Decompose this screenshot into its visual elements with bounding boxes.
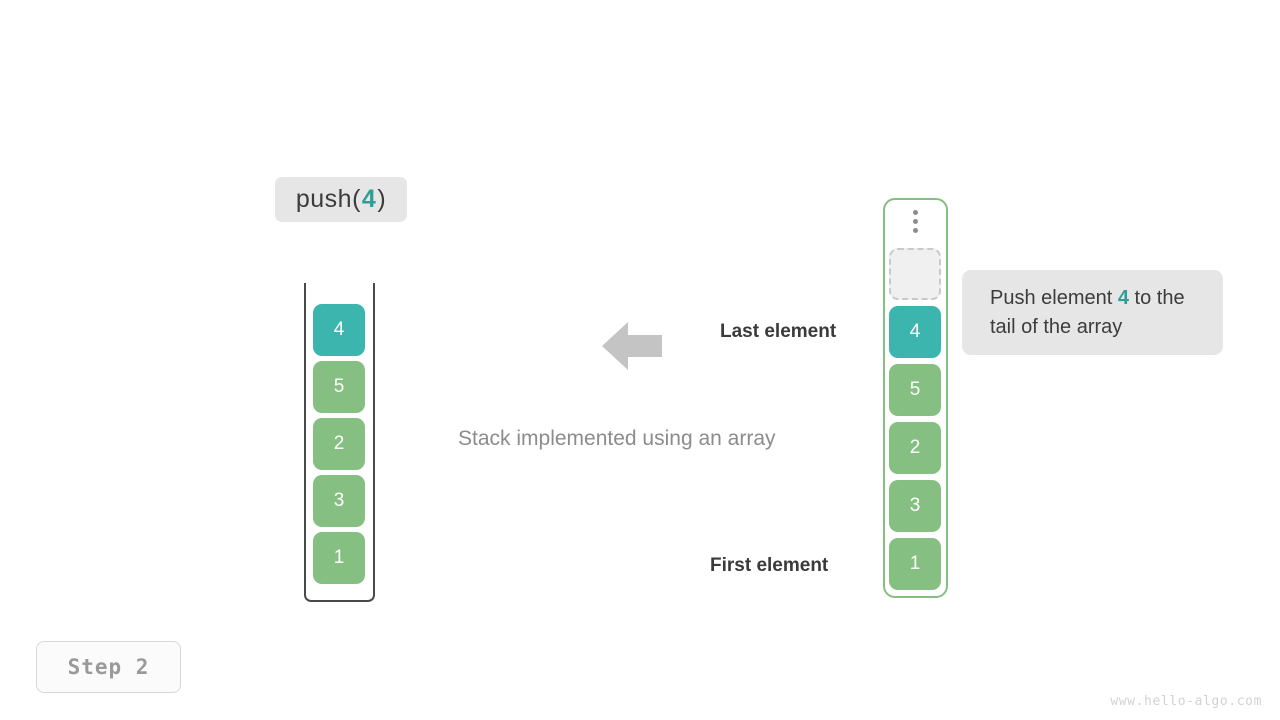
stack-cell-value: 5: [333, 376, 345, 397]
operation-label: push(4): [275, 177, 407, 222]
ellipsis-dot: [913, 219, 918, 224]
array-cell-value: 3: [909, 495, 921, 516]
array-cell: 5: [889, 364, 941, 416]
stack-caption: Stack implemented using an array: [458, 427, 776, 450]
stack-cell: 3: [313, 475, 365, 527]
array-container-frame: [883, 198, 948, 598]
ellipsis-dot: [913, 210, 918, 215]
operation-suffix: ): [377, 185, 387, 213]
stack-cell-value: 4: [333, 319, 345, 340]
array-cell: 2: [889, 422, 941, 474]
stack-cell: 2: [313, 418, 365, 470]
last-element-label: Last element: [720, 321, 837, 342]
stack-cell-list: 4 5 2 3 1: [313, 304, 365, 584]
step-badge: Step 2: [36, 641, 181, 693]
stack-cell: 1: [313, 532, 365, 584]
array-cell-list: 4 5 2 3 1: [889, 248, 941, 590]
stack-cell-value: 3: [333, 490, 345, 511]
array-diagram: 4 5 2 3 1: [883, 198, 948, 598]
callout-text: Push element 4 to the tail of the array: [990, 284, 1195, 342]
callout-accent-value: 4: [1117, 286, 1129, 309]
stack-cell: 4: [313, 304, 365, 356]
callout-bubble: Push element 4 to the tail of the array: [962, 270, 1223, 355]
array-cell-value: 5: [909, 379, 921, 400]
array-cell-value: 2: [909, 437, 921, 458]
first-element-label: First element: [710, 555, 829, 576]
stack-cell-value: 2: [333, 433, 345, 454]
callout-text-after: to the tail of the array: [990, 286, 1185, 338]
ellipsis-dot: [913, 228, 918, 233]
array-cell: 3: [889, 480, 941, 532]
callout-text-before: Push element: [990, 286, 1118, 309]
arrow-left-icon: [602, 322, 662, 370]
stack-cell: 5: [313, 361, 365, 413]
array-cell: 4: [889, 306, 941, 358]
array-cell-value: 1: [909, 553, 921, 574]
stack-diagram: 4 5 2 3 1: [304, 283, 375, 602]
vertical-ellipsis-icon: [883, 210, 948, 233]
operation-argument: 4: [361, 185, 377, 213]
array-cell-value: 4: [909, 321, 921, 342]
array-cell-empty: [889, 248, 941, 300]
stack-container-frame: [304, 283, 375, 602]
operation-prefix: push(: [295, 185, 361, 213]
array-cell: 1: [889, 538, 941, 590]
stack-cell-value: 1: [333, 547, 345, 568]
watermark: www.hello-algo.com: [1110, 694, 1262, 709]
